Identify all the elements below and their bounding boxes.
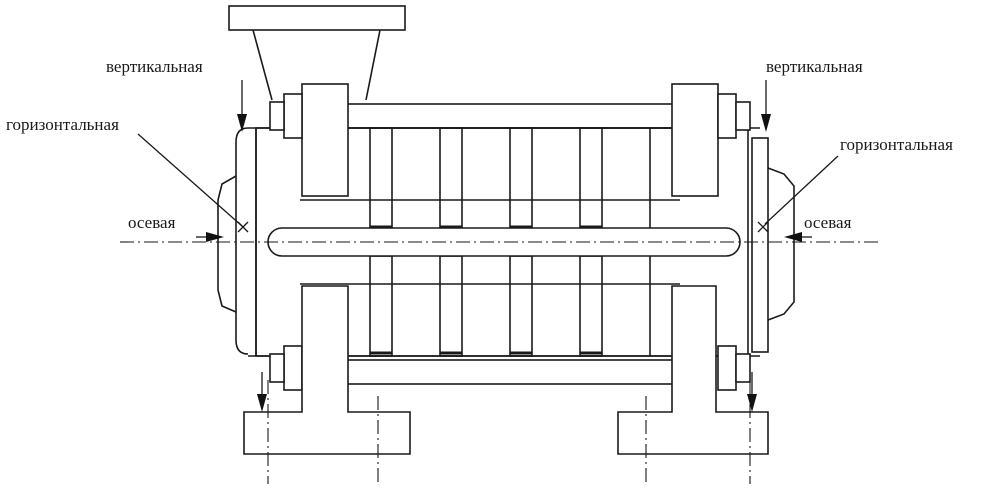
- vertical-arrows-top: [237, 80, 771, 132]
- bearing-blocks: [269, 83, 751, 391]
- label-axial-right: осевая: [804, 213, 852, 232]
- label-vertical-left: вертикальная: [106, 57, 203, 76]
- stage-segments-upper: [369, 127, 651, 229]
- axial-arrows: [196, 232, 812, 242]
- stage-segments-lower: [369, 255, 651, 357]
- leader-lines: [137, 133, 839, 227]
- discharge-pipe: [228, 5, 406, 101]
- right-end-cover: [751, 137, 795, 353]
- support-feet: [243, 285, 769, 455]
- center-lines: [120, 241, 880, 484]
- vertical-arrows-bottom: [257, 372, 757, 412]
- label-vertical-right: вертикальная: [766, 57, 863, 76]
- label-horizontal-right: горизонтальная: [840, 135, 953, 154]
- label-axial-left: осевая: [128, 213, 176, 232]
- label-horizontal-left: горизонтальная: [6, 115, 119, 134]
